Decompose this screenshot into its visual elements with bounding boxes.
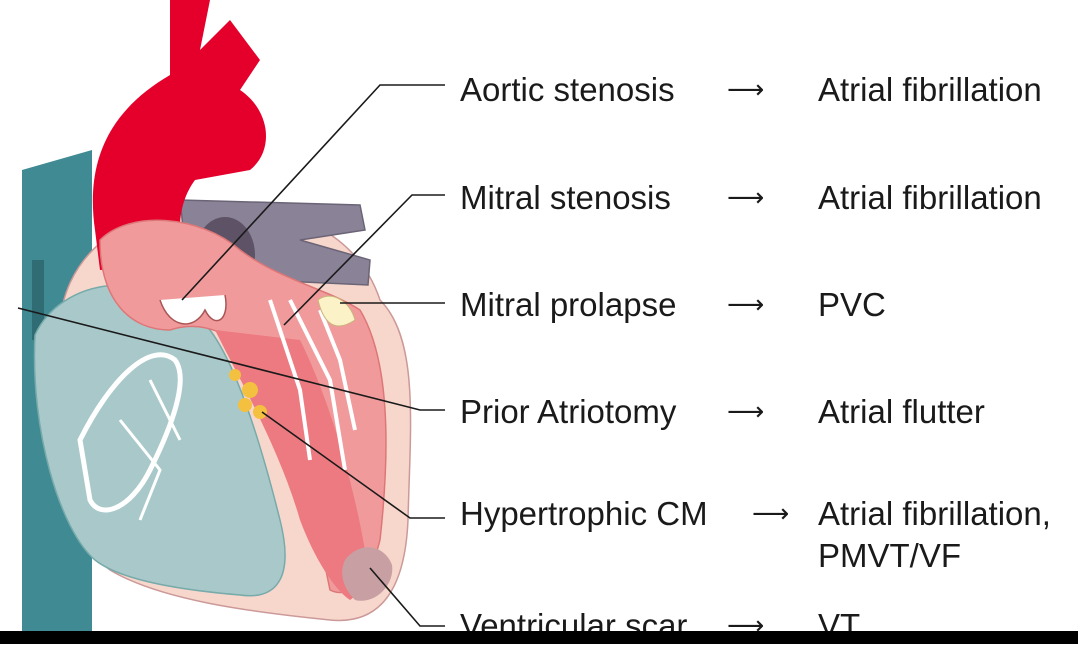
mitral-chordae: [268, 299, 357, 471]
arrow-icon: ⟶: [727, 397, 765, 427]
cause-mitral-stenosis: Mitral stenosis: [460, 179, 671, 216]
result-hypertrophic-cm: Atrial fibrillation,: [818, 495, 1051, 532]
leader-prior-atriotomy: [17, 307, 445, 411]
bottom-bar: [0, 631, 1078, 644]
hypertrophy-spot: [253, 405, 267, 419]
tricuspid-chordae: [77, 352, 183, 513]
leader-hypertrophic-cm: [261, 411, 445, 519]
cause-aortic-stenosis: Aortic stenosis: [460, 71, 675, 108]
result-mitral-prolapse: PVC: [818, 286, 886, 323]
aortic-valve: [159, 294, 227, 325]
arrow-icon: ⟶: [727, 290, 765, 320]
tricuspid-chordae-2: [118, 379, 182, 521]
septum: [215, 330, 370, 600]
leader-mitral-stenosis: [283, 194, 445, 326]
leader-aortic-stenosis: [181, 84, 445, 301]
arrow-icon: ⟶: [727, 183, 765, 213]
result-mitral-stenosis: Atrial fibrillation: [818, 179, 1042, 216]
hypertrophy-spot: [229, 369, 241, 381]
result-prior-atriotomy: Atrial flutter: [818, 393, 985, 430]
prolapse-leaflet: [317, 295, 356, 327]
leader-ventricular-scar: [369, 567, 445, 627]
ventricular-scar: [342, 547, 393, 601]
arrow-icon: ⟶: [752, 499, 790, 529]
cause-prior-atriotomy: Prior Atriotomy: [460, 393, 677, 430]
aortic-arch: [92, 0, 267, 270]
result-aortic-stenosis: Atrial fibrillation: [818, 71, 1042, 108]
vena-cava-highlight: [32, 260, 44, 340]
result-hypertrophic-cm-line2: PMVT/VF: [818, 537, 962, 574]
arrow-icon: ⟶: [727, 75, 765, 105]
cause-hypertrophic-cm: Hypertrophic CM: [460, 495, 708, 532]
hypertrophy-spot: [238, 398, 252, 412]
hypertrophy-spot: [242, 382, 258, 398]
cause-mitral-prolapse: Mitral prolapse: [460, 286, 677, 323]
